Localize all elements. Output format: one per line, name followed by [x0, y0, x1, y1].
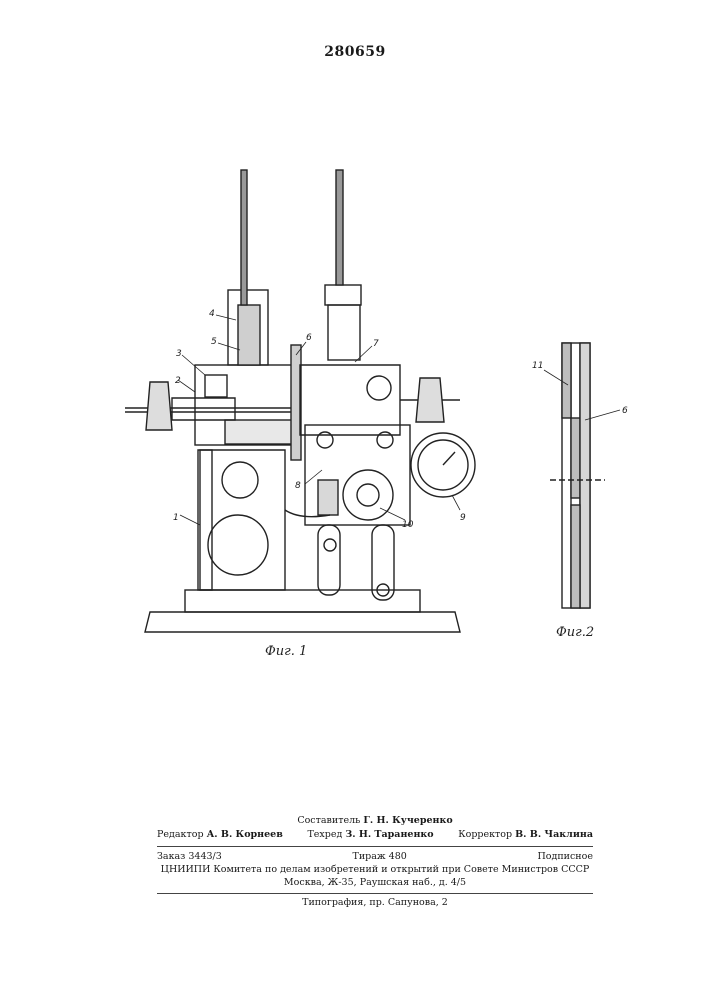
base-plate: [145, 612, 460, 632]
fig1-label-3: 3: [176, 349, 182, 359]
fig2-label-11: 11: [532, 361, 543, 371]
org-line-1: ЦНИИПИ Комитета по делам изобретений и о…: [157, 864, 593, 876]
frame-body: [200, 450, 285, 590]
org-line-2: Москва, Ж-35, Раушская наб., д. 4/5: [157, 877, 593, 889]
upper-hole: [222, 462, 258, 498]
fig1-label-10: 10: [402, 520, 414, 530]
fig1-label-4: 4: [209, 309, 215, 319]
fig2-label-6: 6: [622, 406, 628, 416]
right-handwheel: [416, 378, 444, 422]
fig1-label-1: 1: [173, 513, 179, 523]
right-nut: [325, 285, 361, 305]
divider-2: [157, 893, 593, 894]
fig2-caption: Фиг.2: [556, 625, 594, 640]
divider-1: [157, 846, 593, 847]
base-block: [185, 590, 420, 612]
cam: [343, 470, 393, 520]
order-line: Заказ 3443/3 Тираж 480 Подписное: [157, 851, 593, 863]
fig1-label-9: 9: [460, 513, 466, 523]
editors-line: Редактор А. В. Корнеев Техред З. Н. Тара…: [157, 829, 593, 841]
left-rod: [241, 170, 247, 305]
fig1-label-6: 6: [306, 333, 312, 343]
fig1-label-5: 5: [211, 337, 217, 347]
fig1-caption: Фиг. 1: [265, 644, 307, 659]
left-handwheel: [146, 382, 172, 430]
fig1-label-7: 7: [373, 339, 379, 349]
fig1-label-2: 2: [175, 376, 181, 386]
fig1-label-8: 8: [295, 481, 301, 491]
lower-hole: [208, 515, 268, 575]
printer-line: Типография, пр. Сапунова, 2: [157, 897, 593, 909]
compiler-line: Составитель Г. Н. Кучеренко: [157, 815, 593, 827]
right-rod: [336, 170, 343, 285]
